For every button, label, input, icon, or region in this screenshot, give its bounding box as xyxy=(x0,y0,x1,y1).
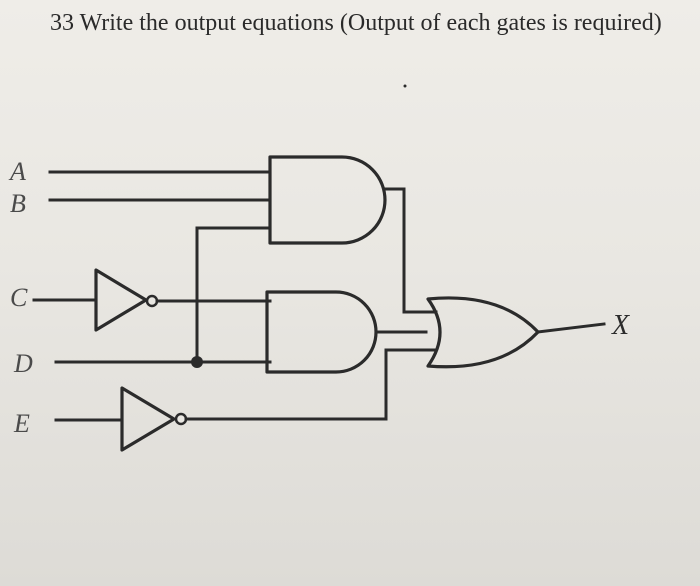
not-gate-e xyxy=(120,386,176,452)
ink-speck xyxy=(403,84,407,88)
input-label-b: B xyxy=(10,189,26,218)
junction-dot xyxy=(191,356,203,368)
or-gate xyxy=(426,296,540,369)
input-label-c: C xyxy=(10,283,28,312)
question-heading: 33 Write the output equations (Output of… xyxy=(50,10,662,37)
input-label-e: E xyxy=(13,409,30,438)
output-label-x: X xyxy=(611,310,630,341)
and-gate-2 xyxy=(265,290,378,374)
and-gate-1 xyxy=(268,155,387,245)
question-number: 33 xyxy=(50,10,74,36)
wire-output xyxy=(536,322,606,334)
input-label-a: A xyxy=(8,157,26,186)
wire-and1-out xyxy=(383,187,438,314)
question-text: Write the output equations (Output of ea… xyxy=(79,10,662,36)
wire-d-branch xyxy=(195,226,272,364)
wire-e-bar xyxy=(184,348,438,421)
input-label-d: D xyxy=(13,349,33,378)
not-gate-c xyxy=(94,268,148,332)
